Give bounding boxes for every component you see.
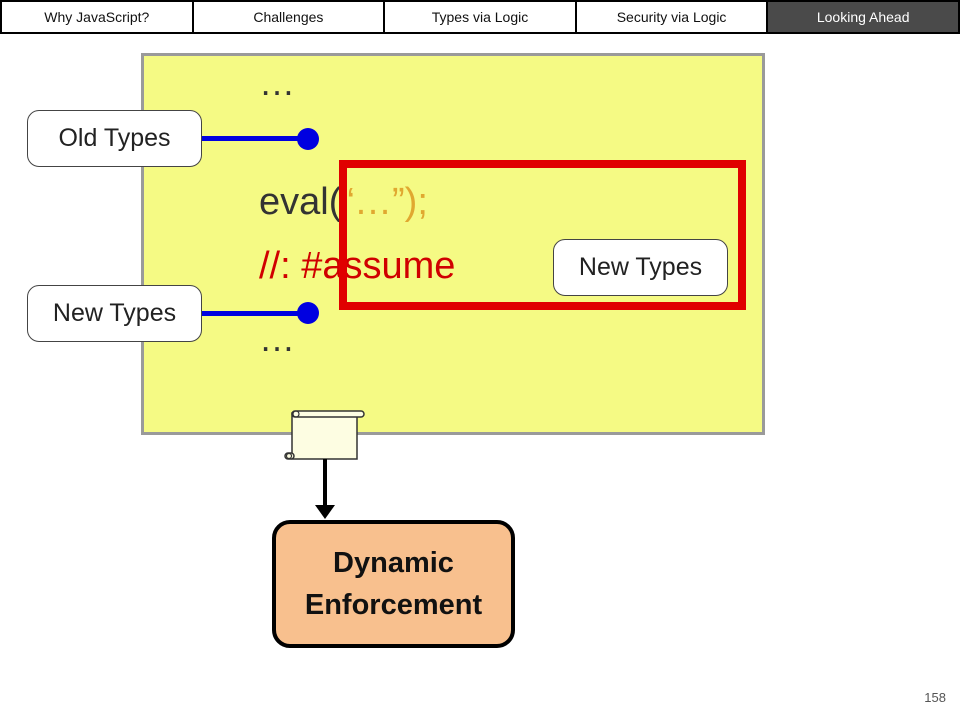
nav-tab-why-javascript[interactable]: Why JavaScript?: [0, 0, 193, 34]
nav-tab-security-via-logic[interactable]: Security via Logic: [575, 0, 768, 34]
assume-annotation: //: #assume: [259, 245, 456, 287]
eval-line: eval(“…”);: [259, 181, 428, 224]
old-types-label: Old Types: [27, 110, 202, 167]
eval-prefix: eval(: [259, 181, 342, 223]
code-ellipsis-bottom: …: [259, 318, 295, 359]
nav-tab-looking-ahead[interactable]: Looking Ahead: [767, 0, 960, 34]
code-ellipsis-top: …: [259, 62, 295, 103]
new-types-label-left: New Types: [27, 285, 202, 342]
enforcement-line2: Enforcement: [304, 589, 483, 621]
old-types-connector: [200, 136, 308, 141]
section-nav-bar: Why JavaScript? Challenges Types via Log…: [0, 0, 960, 34]
highlight-box: [339, 160, 746, 310]
down-arrow-icon: [315, 459, 335, 519]
new-types-connector: [200, 311, 308, 316]
enforcement-line1: Dynamic: [333, 547, 454, 579]
eval-string: “…”);: [341, 181, 428, 223]
nav-tab-types-via-logic[interactable]: Types via Logic: [384, 0, 576, 34]
new-types-label-right: New Types: [553, 239, 728, 296]
nav-tab-challenges[interactable]: Challenges: [192, 0, 385, 34]
page-number: 158: [924, 690, 946, 705]
scroll-icon: [284, 410, 365, 460]
dynamic-enforcement-box: Dynamic Enforcement: [272, 520, 515, 648]
old-types-connector-dot: [297, 128, 319, 150]
new-types-connector-dot: [297, 302, 319, 324]
